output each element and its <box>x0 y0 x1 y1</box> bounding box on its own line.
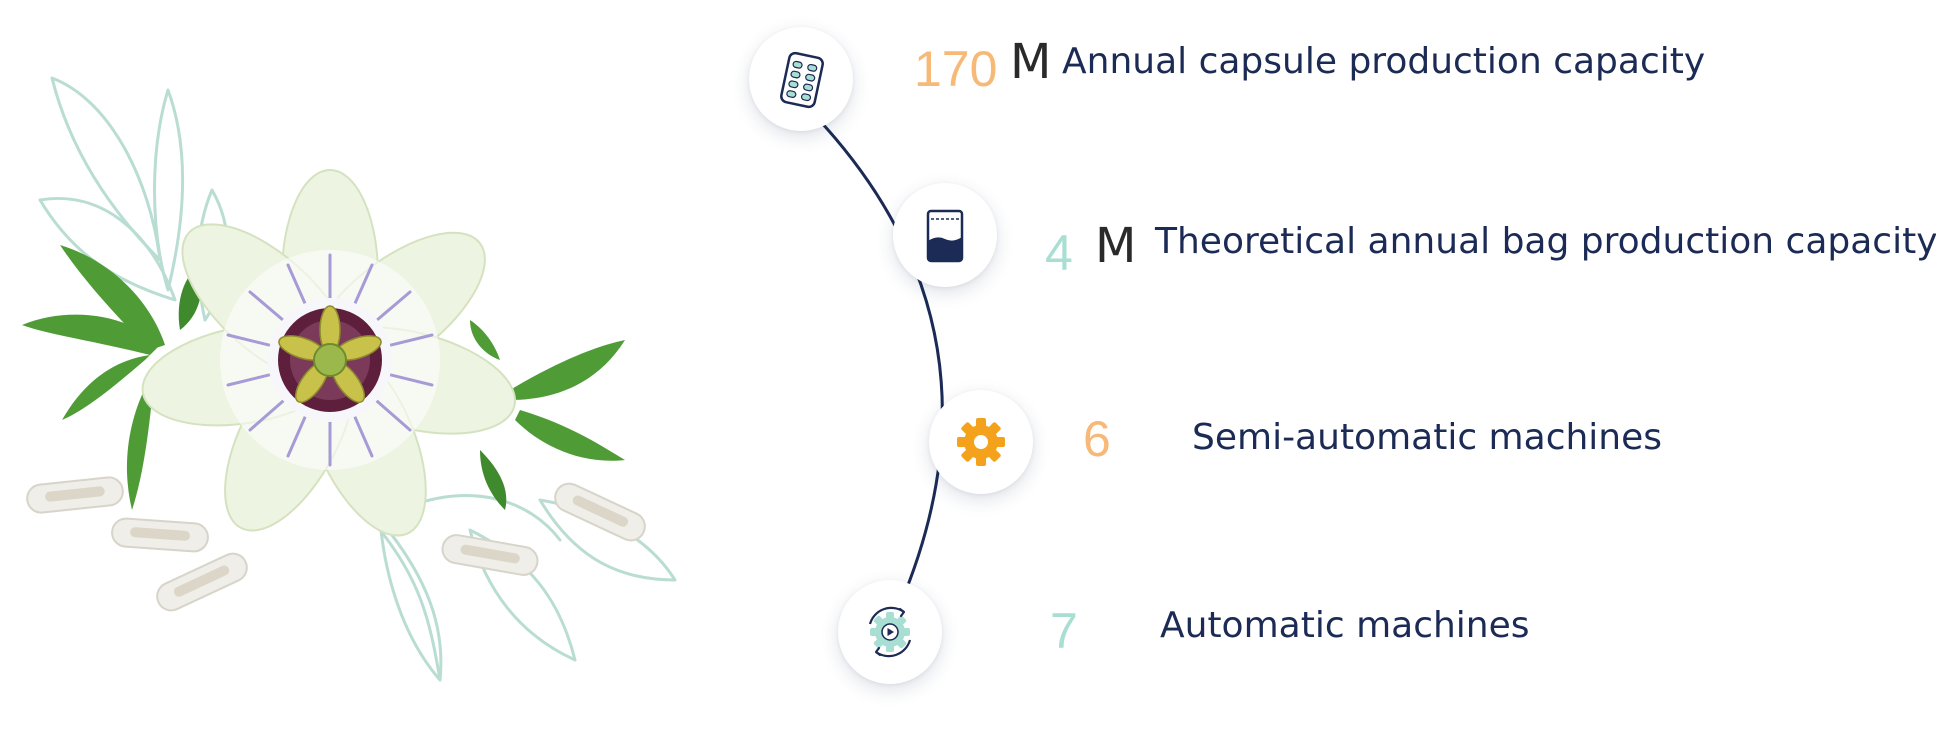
stat-unit-bags: M <box>1095 218 1137 274</box>
stat-label-semi-auto: Semi-automatic machines <box>1192 417 1663 458</box>
stat-number-semi-auto: 6 <box>1083 411 1111 467</box>
capsules <box>26 476 646 612</box>
stat-number-capsules: 170 <box>914 41 998 97</box>
capsule-blister-icon <box>780 51 824 109</box>
icon-circle-auto <box>838 580 942 684</box>
flower <box>141 169 517 537</box>
stat-number-auto: 7 <box>1050 603 1078 659</box>
passion-flower-illustration <box>22 76 677 682</box>
icon-circle-bags <box>893 183 997 287</box>
stat-label-bags: Theoretical annual bag production capaci… <box>1155 221 1936 262</box>
bag-icon <box>926 209 964 263</box>
stat-label-capsules: Annual capsule production capacity <box>1062 41 1706 82</box>
gear-icon <box>957 418 1005 466</box>
timeline-arc <box>798 98 944 606</box>
stat-number-bags: 4 <box>1045 225 1073 281</box>
icon-circle-capsules <box>749 27 853 131</box>
icon-circle-semi-auto <box>929 390 1033 494</box>
automation-gear-icon <box>868 606 912 658</box>
stat-label-auto: Automatic machines <box>1160 605 1530 646</box>
stat-unit-capsules: M <box>1010 34 1052 90</box>
